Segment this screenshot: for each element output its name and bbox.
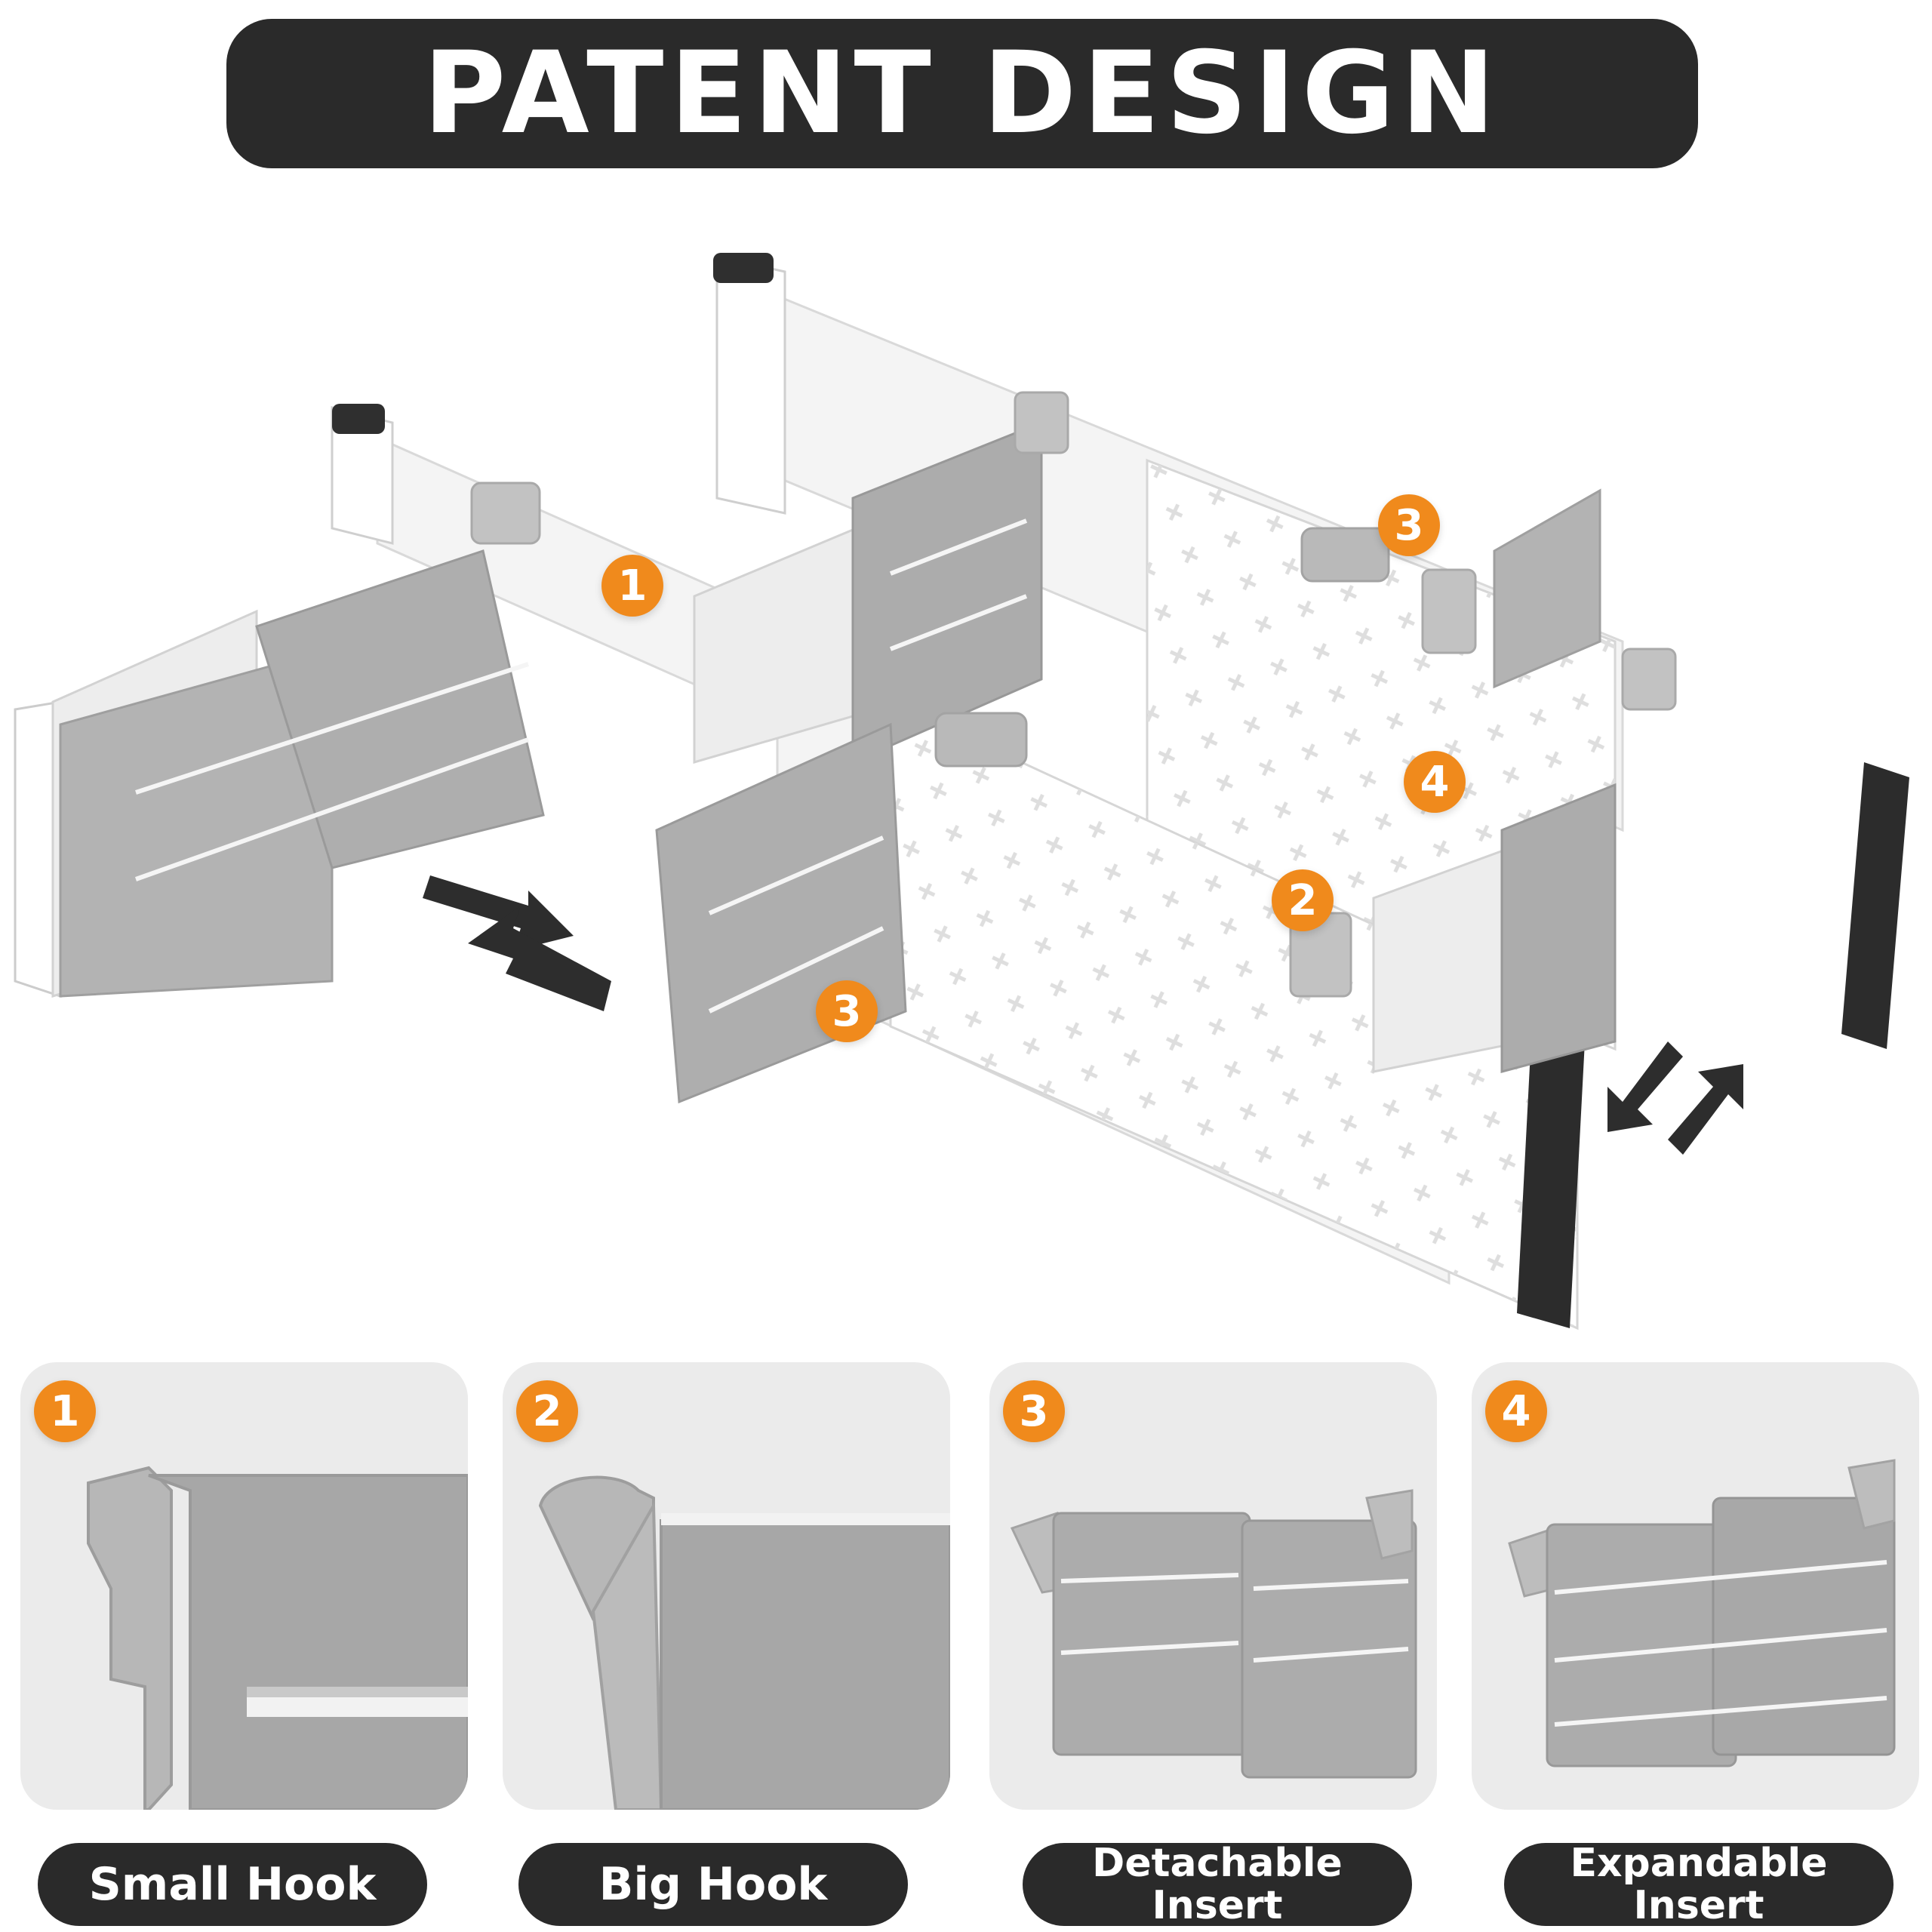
label-small-hook: Small Hook bbox=[38, 1843, 427, 1926]
label-text-line2: Insert bbox=[1633, 1883, 1764, 1928]
page-title: PATENT DESIGN bbox=[423, 28, 1502, 159]
label-text-line2: Insert bbox=[1152, 1883, 1283, 1928]
label-text: Big Hook bbox=[598, 1858, 828, 1911]
callout-badge-3-bottom: 3 bbox=[816, 980, 878, 1042]
label-expandable-insert: Expandable Insert bbox=[1504, 1841, 1894, 1928]
callout-badge-3-top: 3 bbox=[1378, 494, 1440, 556]
feature-card-big-hook: 2 bbox=[503, 1362, 950, 1810]
right-cross-divider bbox=[1289, 488, 1677, 1073]
feature-badge-4: 4 bbox=[1485, 1380, 1547, 1442]
feature-badge-3: 3 bbox=[1003, 1380, 1065, 1442]
callout-badge-4: 4 bbox=[1404, 751, 1466, 813]
label-text-line1: Detachable bbox=[1092, 1841, 1343, 1886]
feature-badge-1: 1 bbox=[34, 1380, 96, 1442]
title-banner: PATENT DESIGN bbox=[226, 19, 1698, 168]
detachable-insert-diagram bbox=[1010, 1489, 1417, 1779]
expandable-insert-diagram bbox=[1508, 1459, 1896, 1767]
feature-card-expandable-insert: 4 bbox=[1472, 1362, 1919, 1810]
big-hook-closeup bbox=[538, 1475, 950, 1810]
callout-badge-1: 1 bbox=[601, 555, 663, 617]
small-hook-closeup bbox=[87, 1466, 468, 1810]
label-text-line1: Expandable bbox=[1570, 1841, 1828, 1886]
feature-card-small-hook: 1 bbox=[20, 1362, 468, 1810]
pull-arrows-icon bbox=[1607, 1041, 1743, 1155]
feature-card-detachable-insert: 3 bbox=[989, 1362, 1437, 1810]
callout-badge-2: 2 bbox=[1272, 869, 1334, 931]
push-arrows-icon bbox=[423, 875, 611, 1011]
left-cross-divider bbox=[14, 481, 545, 998]
drawer-divider-illustration bbox=[14, 253, 1909, 1331]
label-big-hook: Big Hook bbox=[518, 1843, 908, 1926]
label-text: Small Hook bbox=[88, 1858, 377, 1911]
front-divider bbox=[776, 654, 1585, 1331]
feature-badge-2: 2 bbox=[516, 1380, 578, 1442]
label-detachable-insert: Detachable Insert bbox=[1023, 1841, 1412, 1928]
middle-cross-divider bbox=[693, 391, 1069, 764]
